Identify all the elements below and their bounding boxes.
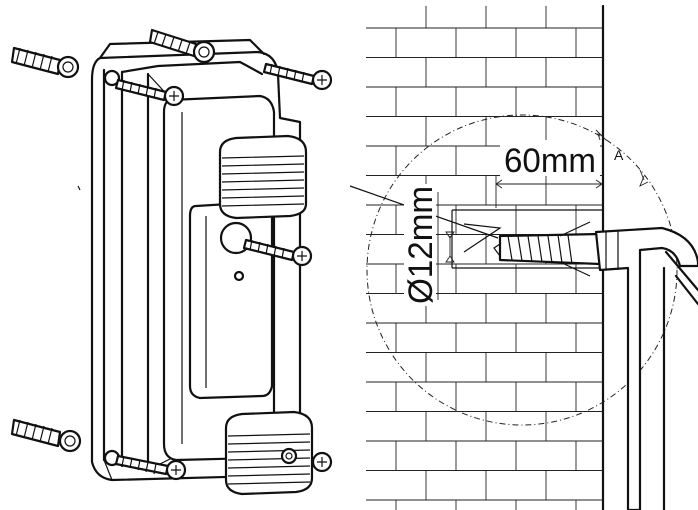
view-marker-label: A [614,147,624,163]
fixture-profile [594,226,698,510]
diameter-label: Ø12mm [402,186,440,304]
screw-icon [114,454,187,481]
screw-icon [311,451,333,473]
lower-knob [224,410,314,496]
wall-anchor-icon [10,418,82,453]
detail-circle [366,114,678,426]
screw-icon [262,62,333,91]
screw-icon [242,238,313,267]
diameter-dimension [437,192,455,300]
upper-knob [218,134,308,220]
wall-anchor-icon [148,28,216,64]
length-dimension [495,176,603,208]
screw-icon [114,78,185,107]
ear-hole-top [103,69,121,87]
length-label: 60mm [504,142,596,180]
wall-anchor-icon [10,46,80,79]
